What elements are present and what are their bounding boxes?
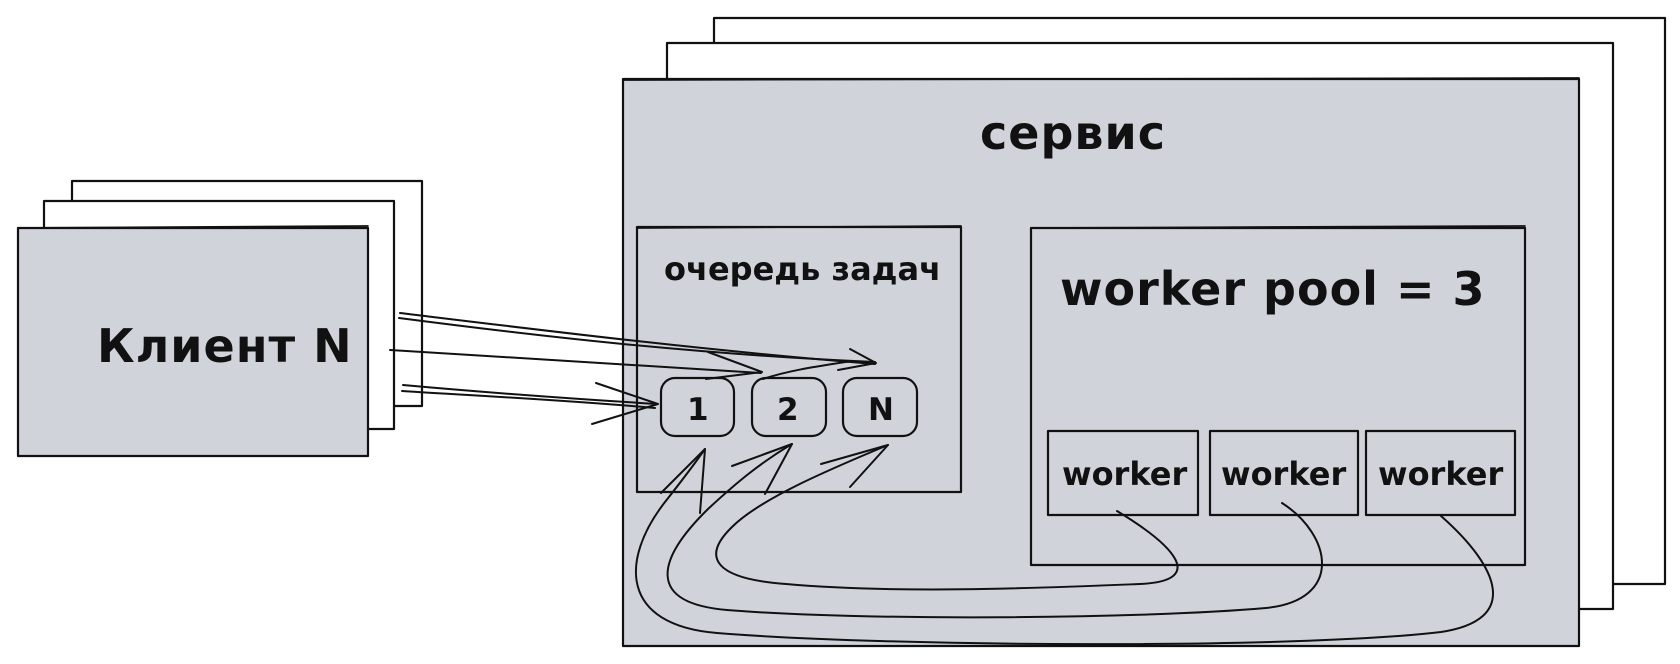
worker-pool-label: worker pool = 3: [1060, 262, 1486, 316]
queue-item-n-box: [841, 376, 919, 438]
client-to-queue-1-arrowhead: [591, 382, 659, 425]
queue-item-2-label: 2: [777, 392, 799, 428]
queue-item-1-label: 1: [687, 392, 709, 428]
worker-1-label: worker: [1062, 455, 1187, 493]
client-to-queue-1-arrow-line: [402, 384, 658, 405]
worker-1-return-arrowhead: [820, 444, 889, 488]
worker-3-return-arrow: [635, 448, 1495, 646]
queue-item-n-label: N: [868, 392, 894, 428]
worker-1-return-arrow: [715, 444, 1179, 591]
worker-2-return-arrow: [666, 443, 1323, 619]
client-to-queue-n-arrowhead: [837, 348, 877, 371]
queue-item-1-box: [659, 376, 736, 438]
worker-2-return-arrowhead: [731, 443, 793, 495]
client-label: Клиент N: [97, 319, 353, 373]
worker-3-box: [1364, 429, 1517, 517]
worker-pool-top-sketch-line: [1030, 225, 1526, 229]
worker-3-return-arrowhead: [660, 448, 706, 514]
worker-1-box: [1046, 429, 1200, 517]
queue-label: очередь задач: [664, 250, 941, 288]
queue-top-sketch-line: [636, 225, 962, 229]
queue-2-to-n-sketch-link: [762, 360, 853, 380]
queue-panel: [635, 225, 963, 494]
client-to-queue-1-arrow-line-sketch: [401, 390, 656, 409]
client-to-queue-2-arrowhead: [705, 351, 763, 380]
client-box: [16, 226, 370, 458]
client-to-queue-2-arrow-line: [389, 349, 762, 374]
worker-2-label: worker: [1221, 455, 1346, 493]
service-label: сервис: [980, 106, 1166, 160]
queue-item-2-box: [750, 376, 828, 438]
client-top-sketch-line: [17, 225, 369, 229]
client-to-queue-n-arrow-line-sketch: [398, 317, 876, 363]
worker-2-box: [1208, 429, 1360, 517]
worker-3-label: worker: [1378, 455, 1503, 493]
service-top-sketch-line: [622, 77, 1580, 81]
